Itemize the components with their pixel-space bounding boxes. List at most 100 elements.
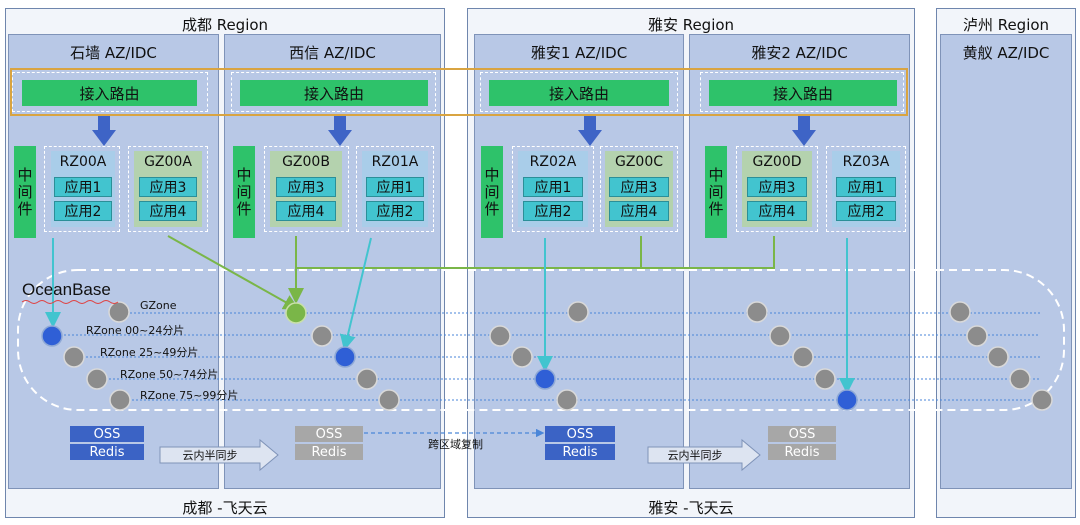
app-gz00a-2[interactable]: 应用4 [139, 201, 197, 221]
middleware-4[interactable]: 中间件 [705, 146, 727, 238]
region-yaan-title: 雅安 Region [647, 16, 735, 34]
access-route-frame-4 [700, 72, 904, 112]
oss-chengdu-1[interactable]: OSS [70, 426, 144, 442]
az-yaan1 [474, 34, 684, 489]
zone-label-rzone-00: RZone 00~24分片 [86, 324, 185, 337]
group-frame-rz01a [356, 146, 434, 232]
oceanbase-boundary [17, 269, 1065, 411]
redis-chengdu-2[interactable]: Redis [295, 444, 363, 460]
group-frame-gz00c [600, 146, 678, 232]
node-cd1-gz [108, 301, 130, 323]
node-ya2-rz25 [792, 346, 814, 368]
node-cd2-rz00 [311, 325, 333, 347]
node-cd1-rz00 [41, 325, 63, 347]
app-gz00c-2[interactable]: 应用4 [609, 201, 669, 221]
sync-label-1: 云内半同步 [182, 449, 238, 462]
group-frame-gz00b [264, 146, 349, 232]
app-gz00b-2[interactable]: 应用4 [276, 201, 336, 221]
az-yaan2 [689, 34, 910, 489]
access-route-frame-2 [231, 72, 436, 112]
group-gz00c-name: GZ00C [614, 154, 664, 170]
app-rz02a-1[interactable]: 应用1 [523, 177, 583, 197]
redis-yaan-1[interactable]: Redis [545, 444, 615, 460]
group-gz00b-name: GZ00B [282, 154, 330, 170]
az-huangyi [940, 34, 1072, 489]
group-frame-rz02a [512, 146, 594, 232]
az-xixin-title: 西信 AZ/IDC [289, 44, 376, 62]
az-yaan2-title: 雅安2 AZ/IDC [751, 44, 848, 62]
cross-region-label: 跨区域复制 [428, 438, 483, 451]
down-arrow-3 [578, 116, 602, 146]
node-cd1-rz25 [63, 346, 85, 368]
zone-label-rzone-25: RZone 25~49分片 [100, 346, 199, 359]
redis-yaan-2[interactable]: Redis [768, 444, 836, 460]
access-route-frame-3 [480, 72, 678, 112]
az-shiqiang [8, 34, 219, 489]
az-huangyi-title: 黄舣 AZ/IDC [962, 44, 1050, 62]
node-hy-gz [949, 301, 971, 323]
node-hy-rz75 [1031, 389, 1053, 411]
node-ya2-rz50 [814, 368, 836, 390]
middleware-3[interactable]: 中间件 [481, 146, 503, 238]
access-route-3[interactable]: 接入路由 [489, 80, 669, 106]
app-gz00b-1[interactable]: 应用3 [276, 177, 336, 197]
app-rz02a-2[interactable]: 应用2 [523, 201, 583, 221]
group-gz00a-name: GZ00A [144, 154, 192, 170]
node-cd2-rz25 [334, 346, 356, 368]
app-rz03a-2[interactable]: 应用2 [836, 201, 896, 221]
access-route-2[interactable]: 接入路由 [240, 80, 428, 106]
group-gz00d-name: GZ00D [752, 154, 802, 170]
access-route-4[interactable]: 接入路由 [709, 80, 897, 106]
down-arrow-1 [92, 116, 116, 146]
app-gz00c-1[interactable]: 应用3 [609, 177, 669, 197]
node-ya2-rz75 [836, 389, 858, 411]
oceanbase-title: OceanBase [22, 280, 111, 299]
region-chengdu-title: 成都 Region [181, 16, 269, 34]
node-hy-rz00 [966, 325, 988, 347]
group-rz03a-name: RZ03A [842, 154, 890, 170]
node-ya1-gz [567, 301, 589, 323]
node-cd1-rz50 [86, 368, 108, 390]
oss-yaan-1[interactable]: OSS [545, 426, 615, 442]
group-rz00a-name: RZ00A [59, 154, 107, 170]
access-route-1[interactable]: 接入路由 [22, 80, 197, 106]
node-ya2-gz [746, 301, 768, 323]
zone-label-rzone-50: RZone 50~74分片 [120, 368, 219, 381]
sync-label-2: 云内半同步 [667, 449, 723, 462]
node-ya1-rz00 [489, 325, 511, 347]
middleware-1[interactable]: 中间件 [14, 146, 36, 238]
app-rz01a-1[interactable]: 应用1 [366, 177, 424, 197]
oss-chengdu-2[interactable]: OSS [295, 426, 363, 442]
redis-chengdu-1[interactable]: Redis [70, 444, 144, 460]
group-frame-rz03a [826, 146, 906, 232]
access-layer-frame [10, 68, 908, 116]
app-rz01a-2[interactable]: 应用2 [366, 201, 424, 221]
app-gz00a-1[interactable]: 应用3 [139, 177, 197, 197]
sync-arrow-2 [647, 438, 761, 472]
app-gz00d-1[interactable]: 应用3 [747, 177, 807, 197]
node-ya1-rz75 [556, 389, 578, 411]
access-route-frame-1 [12, 72, 208, 112]
app-rz03a-1[interactable]: 应用1 [836, 177, 896, 197]
app-rz00a-2[interactable]: 应用2 [54, 201, 112, 221]
middleware-2[interactable]: 中间件 [233, 146, 255, 238]
node-ya1-rz25 [511, 346, 533, 368]
node-hy-rz50 [1009, 368, 1031, 390]
app-rz00a-1[interactable]: 应用1 [54, 177, 112, 197]
down-arrow-2 [328, 116, 352, 146]
node-cd1-rz75 [109, 389, 131, 411]
az-xixin [224, 34, 441, 489]
region-chengdu-footer: 成都 -飞天云 [182, 499, 268, 517]
az-shiqiang-title: 石墙 AZ/IDC [70, 44, 157, 62]
down-arrow-4 [792, 116, 816, 146]
region-yaan-footer: 雅安 -飞天云 [648, 499, 734, 517]
oss-yaan-2[interactable]: OSS [768, 426, 836, 442]
app-gz00d-2[interactable]: 应用4 [747, 201, 807, 221]
az-yaan1-title: 雅安1 AZ/IDC [530, 44, 628, 62]
zone-label-rzone-75: RZone 75~99分片 [140, 389, 239, 402]
node-cd2-gz [285, 302, 307, 324]
zone-label-gzone: GZone [140, 299, 177, 312]
group-frame-gz00d [736, 146, 818, 232]
group-rz01a-name: RZ01A [371, 154, 419, 170]
